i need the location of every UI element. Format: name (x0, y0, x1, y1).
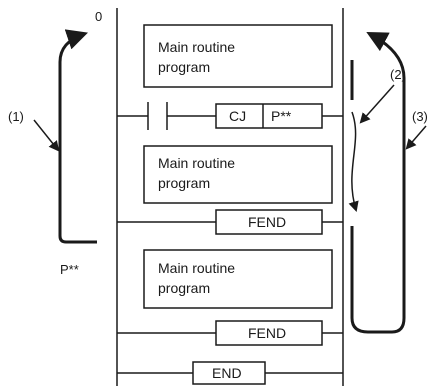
block-2-line-1: Main routine (158, 155, 235, 171)
cj-pointer-label: P** (271, 108, 292, 124)
main-routine-block-2 (143, 145, 333, 204)
pointer-label: P** (60, 262, 79, 277)
callout-2: (2) (390, 67, 406, 82)
jump-loop-arrow-left (58, 29, 97, 244)
step-zero-label: 0 (95, 9, 102, 24)
callout-1: (1) (8, 109, 24, 124)
block-1-line-2: program (158, 59, 210, 75)
fend-1-label: FEND (248, 214, 286, 230)
callout-2-leader (359, 84, 395, 124)
cj-label: CJ (229, 108, 246, 124)
jump-arrow-2 (348, 111, 359, 213)
fend-2-label: FEND (248, 325, 286, 341)
block-3-line-2: program (158, 280, 210, 296)
callout-1-leader (33, 119, 60, 152)
callout-3: (3) (412, 109, 428, 124)
block-3-line-1: Main routine (158, 260, 235, 276)
callout-3-leader (405, 125, 427, 150)
return-loop-arrow-right (350, 32, 406, 334)
block-2-line-2: program (158, 175, 210, 191)
main-routine-block-3 (143, 249, 333, 309)
block-1-line-1: Main routine (158, 39, 235, 55)
end-label: END (212, 365, 242, 381)
main-routine-block-1 (143, 24, 333, 88)
